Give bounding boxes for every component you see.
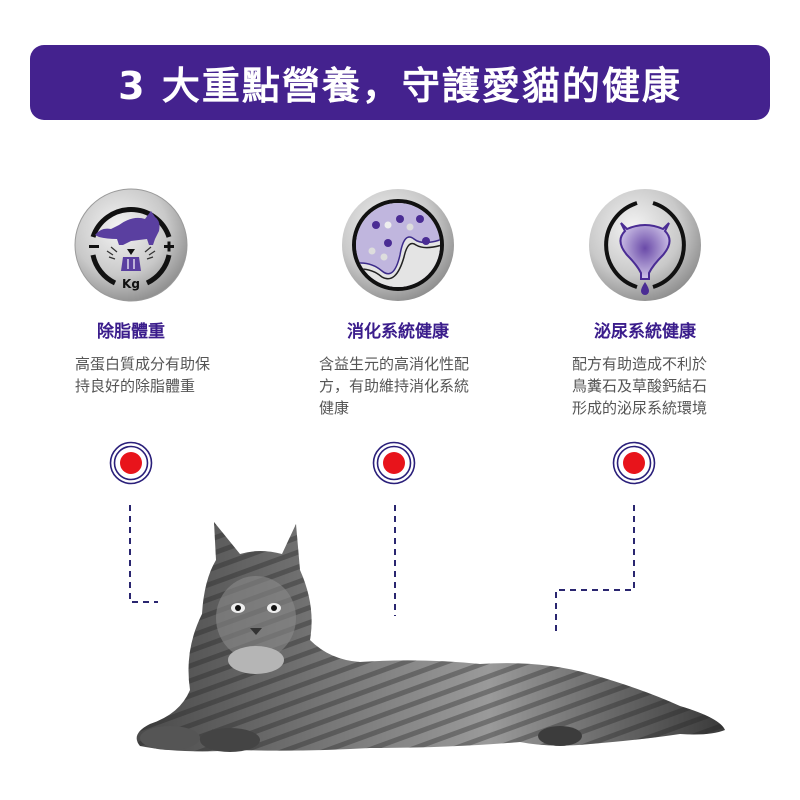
digestive-health-icon [338, 185, 458, 305]
target-icon [109, 441, 153, 485]
banner-title: 3 大重點營養，守護愛貓的健康 [118, 64, 682, 108]
feature-description: 高蛋白質成分有助保 持良好的除脂體重 [75, 355, 211, 395]
hotspot-digestive[interactable] [372, 441, 416, 485]
hotspot-lean-mass[interactable] [109, 441, 153, 485]
feature-title: 除脂體重 [97, 322, 165, 342]
header-banner: 3 大重點營養，守護愛貓的健康 [30, 45, 770, 120]
feature-title: 消化系統健康 [347, 322, 449, 342]
feature-title: 泌尿系統健康 [594, 322, 696, 342]
target-icon [372, 441, 416, 485]
cat-image [120, 510, 730, 760]
feature-description: 配方有助造成不利於 鳥糞石及草酸鈣結石 形成的泌尿系統環境 [572, 355, 708, 417]
urinary-health-icon [585, 185, 705, 305]
feature-description: 含益生元的高消化性配 方，有助維持消化系統 健康 [319, 355, 470, 417]
hotspot-urinary[interactable] [612, 441, 656, 485]
svg-text:Kg: Kg [122, 277, 140, 291]
weight-management-icon: Kg [71, 185, 191, 305]
target-icon [612, 441, 656, 485]
